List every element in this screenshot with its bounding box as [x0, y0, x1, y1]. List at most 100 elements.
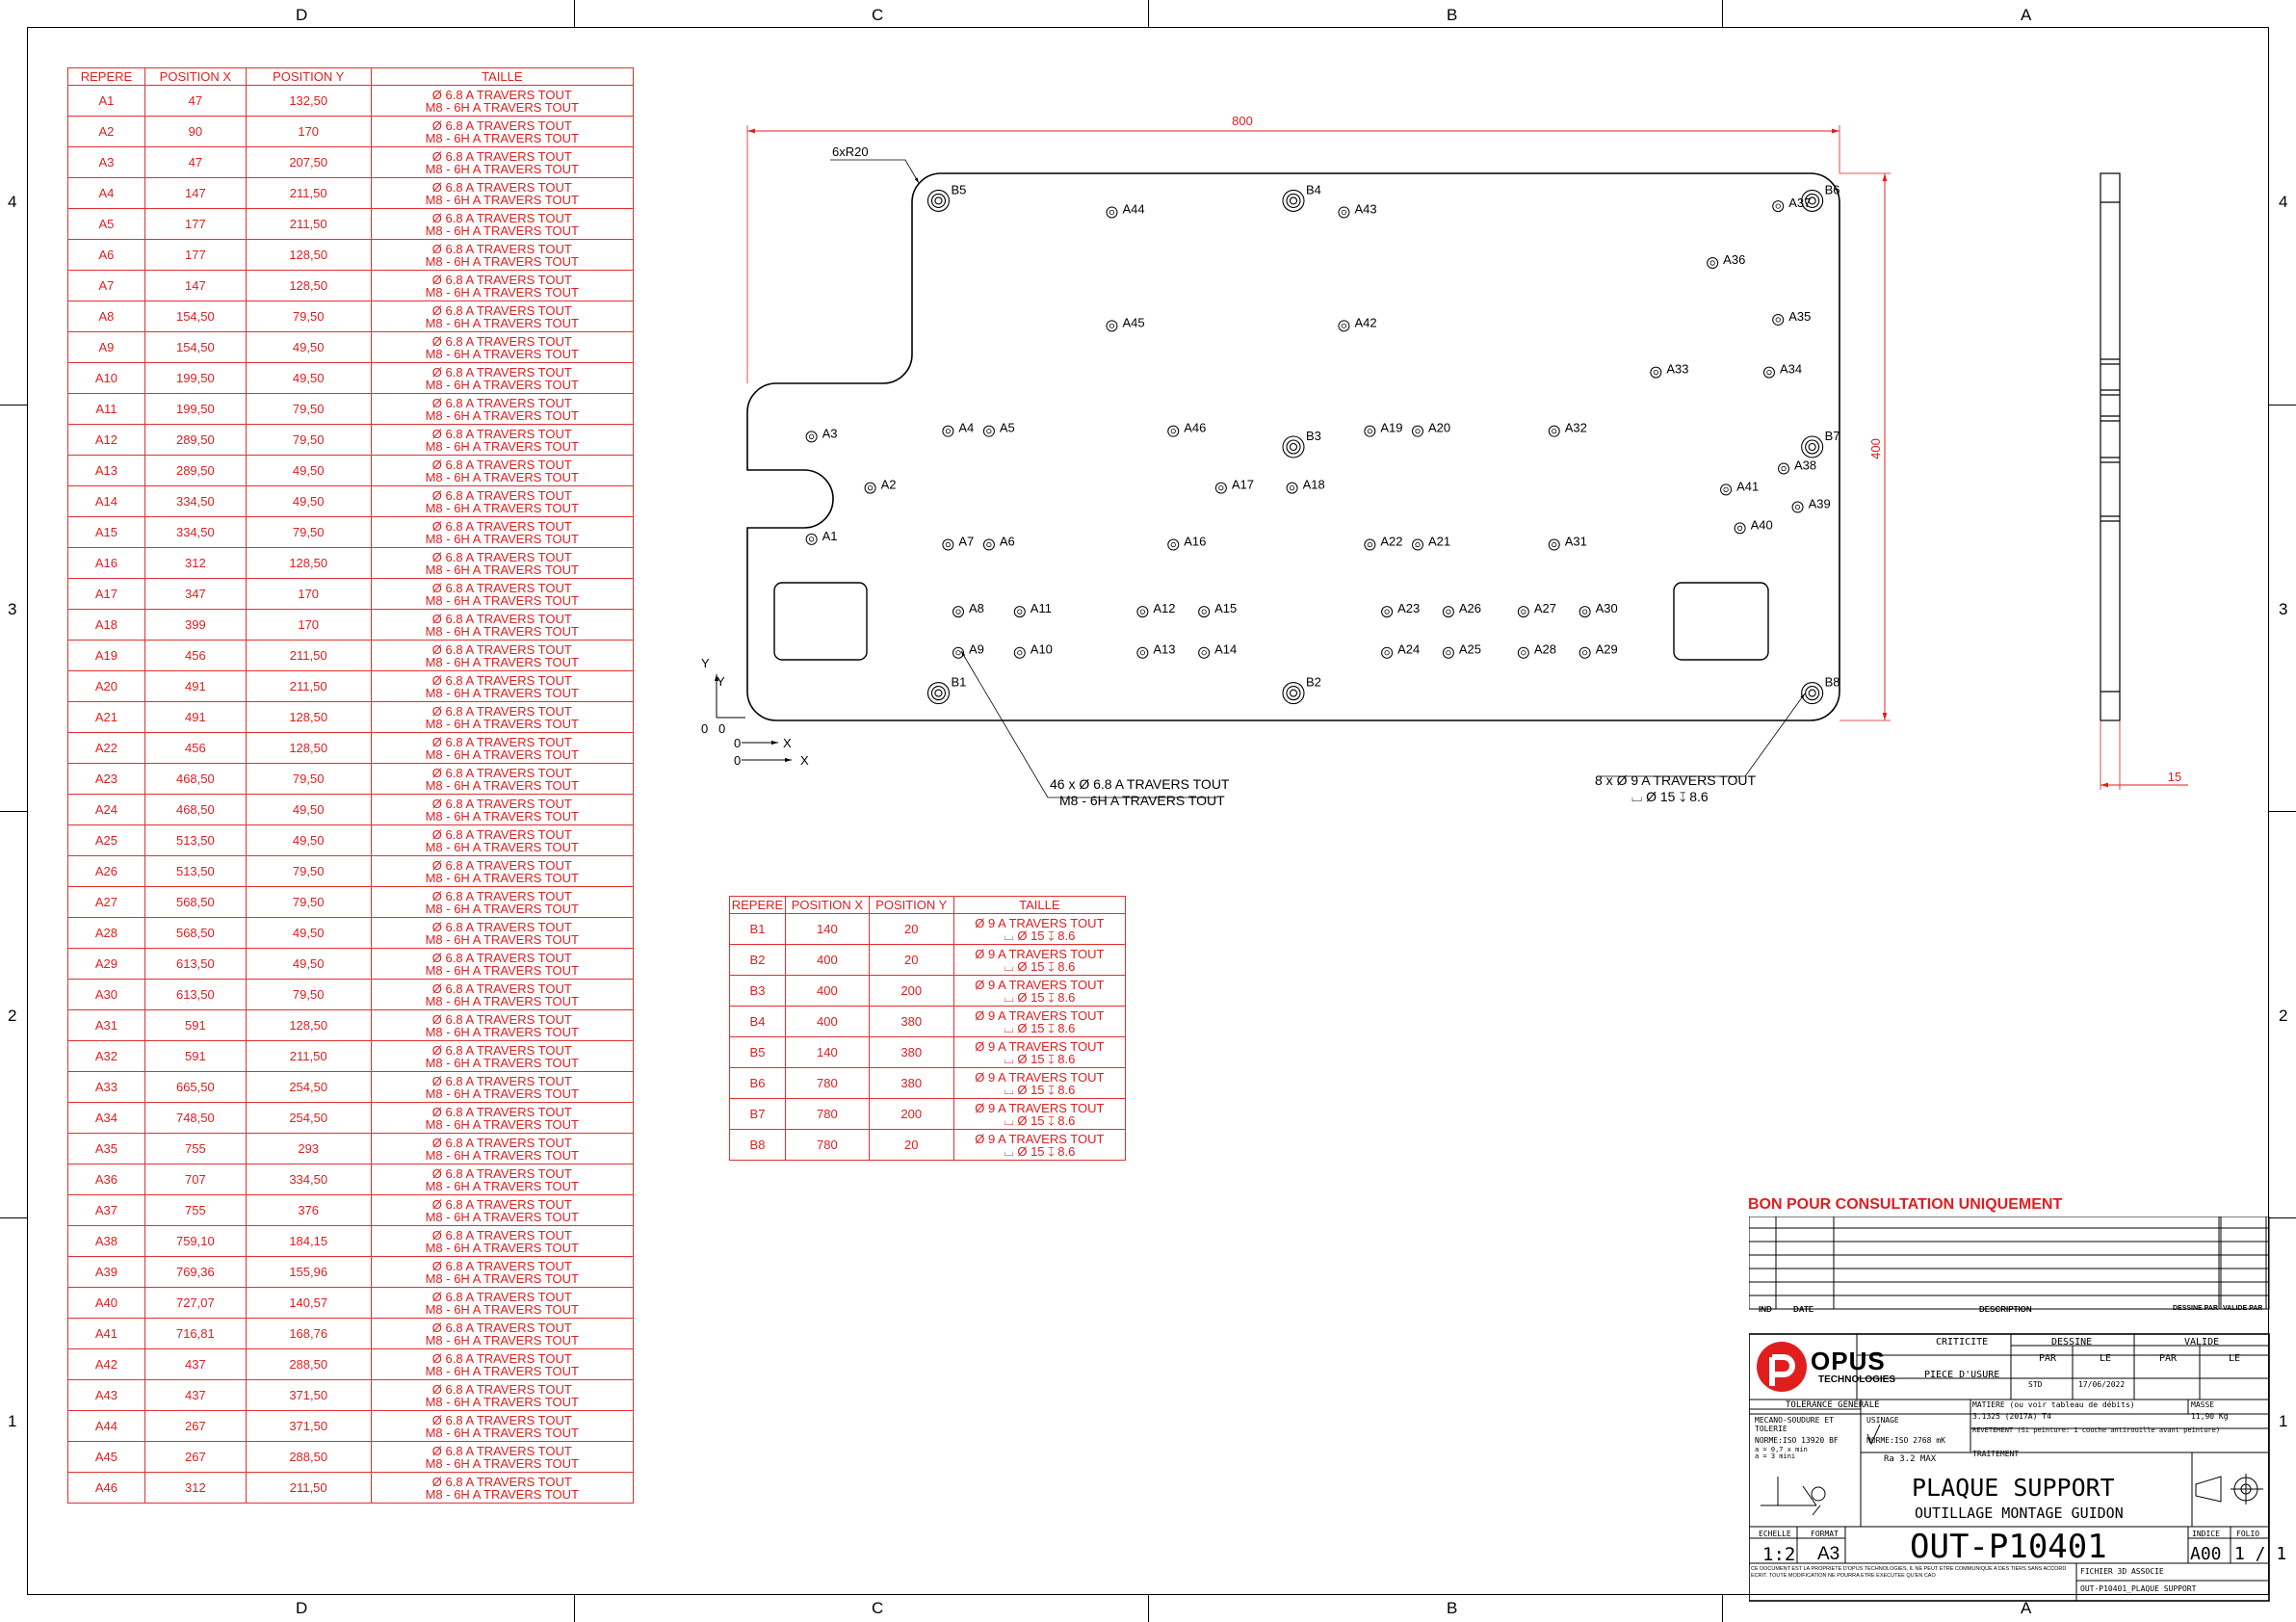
cell-position-y: 207,50	[245, 146, 372, 178]
hole-a-marker: A45	[1106, 315, 1145, 332]
masse-value: 11,90 Kg	[2191, 1412, 2229, 1421]
hole-a-circle	[1381, 646, 1394, 659]
taille-line1: Ø 6.8 A TRAVERS TOUT	[431, 549, 572, 564]
hole-a-marker: A14	[1198, 642, 1237, 659]
hole-a-label: A38	[1794, 458, 1816, 473]
dessine-le-value: 17/06/2022	[2078, 1380, 2126, 1389]
hole-a-marker: A21	[1411, 535, 1450, 551]
taille-line1: Ø 6.8 A TRAVERS TOUT	[431, 241, 572, 256]
taille-line2: M8 - 6H A TRAVERS TOUT	[425, 1147, 579, 1163]
cell-position-y: 20	[868, 913, 954, 945]
hole-a-marker: A30	[1578, 601, 1618, 618]
hole-b-circle	[1801, 435, 1824, 458]
hole-a-marker: A25	[1442, 642, 1481, 659]
projection-symbol-icon	[2195, 1474, 2263, 1504]
cell-position-y: 168,76	[245, 1318, 372, 1349]
taille-line1: Ø 6.8 A TRAVERS TOUT	[431, 333, 572, 349]
cell-position-y: 20	[868, 1129, 954, 1161]
format-label: FORMAT	[1811, 1530, 1839, 1538]
taille-line1: Ø 6.8 A TRAVERS TOUT	[431, 950, 572, 965]
company-subtitle: TECHNOLOGIES	[1818, 1374, 1896, 1385]
hole-b-marker: B8	[1801, 675, 1840, 705]
hole-a-label: A8	[969, 601, 984, 615]
taille-line1: Ø 6.8 A TRAVERS TOUT	[431, 272, 572, 287]
zone-row-4-left: 4	[8, 193, 17, 211]
zone-col-a-top: A	[2021, 6, 2032, 24]
cell-position-y: 200	[868, 975, 954, 1007]
hole-a-label: A26	[1459, 601, 1481, 615]
cell-taille: Ø 9 A TRAVERS TOUT⌴ Ø 15 ↧ 8.6	[952, 1129, 1127, 1161]
cell-position-y: 79,50	[245, 763, 372, 795]
masse-label: MASSE	[2191, 1400, 2215, 1409]
consultation-banner: BON POUR CONSULTATION UNIQUEMENT	[1748, 1196, 2063, 1213]
hole-a-marker: A6	[982, 535, 1015, 551]
usinage-label: USINAGE	[1866, 1416, 1899, 1425]
taille-line1: Ø 6.8 A TRAVERS TOUT	[431, 210, 572, 225]
hole-a-circle	[1517, 646, 1529, 659]
taille-line1: Ø 6.8 A TRAVERS TOUT	[431, 1258, 572, 1273]
taille-line1: Ø 6.8 A TRAVERS TOUT	[431, 426, 572, 441]
hole-a-label: A25	[1459, 642, 1481, 657]
hole-a-marker: A22	[1364, 535, 1403, 551]
taille-line2: M8 - 6H A TRAVERS TOUT	[425, 654, 579, 669]
valide-par-label: PAR	[2159, 1353, 2178, 1364]
indice-value: A00	[2190, 1544, 2222, 1564]
hole-b-marker: B1	[926, 675, 966, 705]
origin-label: 0	[701, 721, 708, 736]
cell-repere: A25	[67, 824, 145, 856]
taille-line2: M8 - 6H A TRAVERS TOUT	[425, 1301, 579, 1317]
cell-position-x: 755	[144, 1133, 247, 1164]
taille-line2: ⌴ Ø 15 ↧ 8.6	[1004, 1112, 1076, 1128]
cell-position-y: 211,50	[245, 208, 372, 240]
cell-position-x: 716,81	[144, 1318, 247, 1349]
axis-x-label-2: X	[800, 753, 809, 768]
hole-a-marker: A35	[1772, 309, 1811, 326]
hole-a-label: A30	[1596, 601, 1618, 615]
cell-position-x: 312	[144, 547, 247, 579]
cell-position-y: 49,50	[245, 794, 372, 825]
cell-position-y: 211,50	[245, 640, 372, 671]
cell-position-x: 755	[144, 1194, 247, 1226]
taille-line2: M8 - 6H A TRAVERS TOUT	[425, 592, 579, 608]
hole-a-label: A14	[1214, 642, 1237, 657]
valide-label: VALIDE	[2184, 1337, 2220, 1347]
taille-line2: M8 - 6H A TRAVERS TOUT	[425, 222, 579, 238]
hole-a-circle	[1442, 646, 1454, 659]
cell-repere: B2	[729, 944, 786, 976]
hole-a-label: A18	[1303, 478, 1325, 492]
hole-a-marker: A5	[982, 421, 1015, 437]
hole-a-circle	[805, 533, 818, 545]
hole-a-label: A28	[1534, 642, 1556, 657]
cell-position-x: 334,50	[144, 485, 247, 517]
hole-a-label: A17	[1232, 478, 1254, 492]
hole-a-label: A34	[1780, 362, 1802, 377]
hole-a-label: A12	[1153, 601, 1175, 615]
axis-y-label-2: Y	[717, 674, 725, 689]
hole-b-circle	[1805, 686, 1820, 701]
legal-notice: CE DOCUMENT EST LA PROPRIETE D'OPUS TECH…	[1751, 1566, 2067, 1579]
taille-line1: Ø 6.8 A TRAVERS TOUT	[431, 1412, 572, 1427]
slot-right	[1673, 582, 1769, 661]
radius-note: 6xR20	[832, 144, 869, 159]
hole-b-circle	[1805, 439, 1820, 455]
hole-a-circle	[982, 538, 995, 551]
cell-position-x: 312	[144, 1472, 247, 1504]
